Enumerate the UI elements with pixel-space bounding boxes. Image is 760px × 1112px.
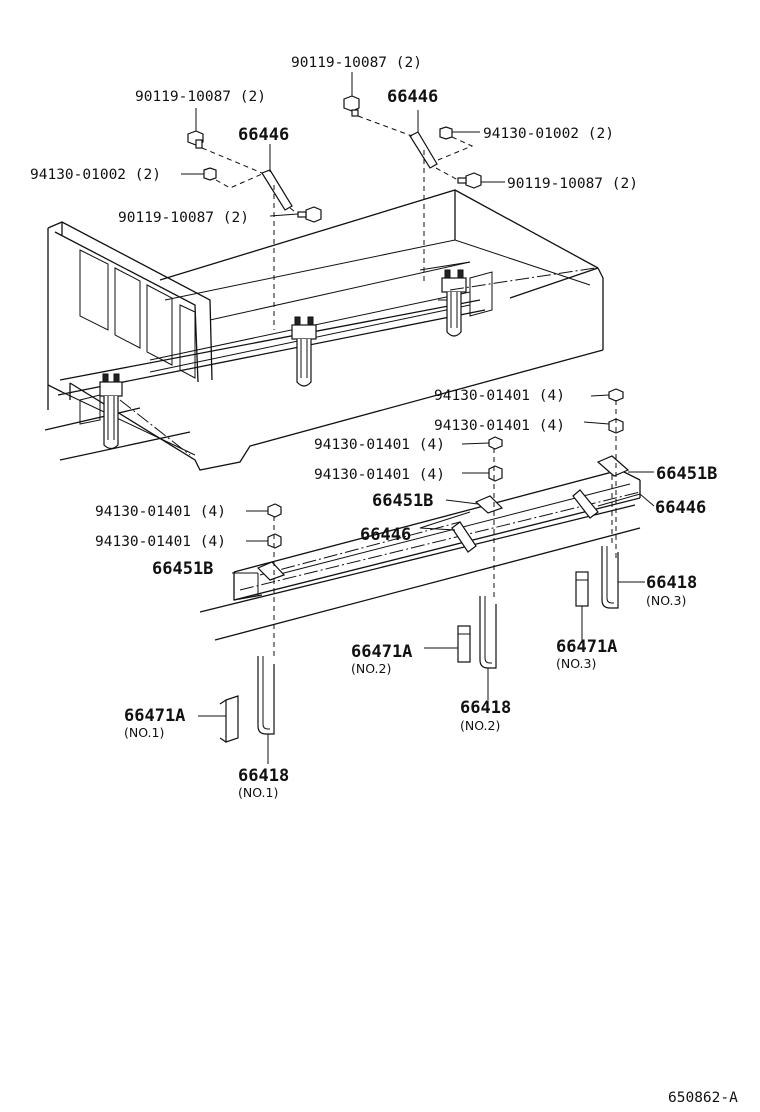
nut-icon — [608, 388, 624, 402]
nut-icon — [267, 533, 282, 549]
label-nut-no1-upper: 94130-01401 (4) — [95, 504, 226, 520]
label-plate-no3: 66451B — [656, 464, 717, 484]
label-ubolt-no1: 66418 — [238, 766, 289, 786]
label-ubolt-no3: 66418 — [646, 573, 697, 593]
nut-icon — [439, 126, 453, 140]
label-stay-lower-right: 66446 — [655, 498, 706, 518]
label-bolt-left-lower: 90119-10087 (2) — [118, 210, 249, 226]
bed-bracket-left — [99, 373, 123, 450]
label-ubolt-no2-sub: (NO.2) — [460, 718, 500, 733]
label-spacer-no2: 66471A — [351, 642, 412, 662]
label-plate-no1: 66451B — [152, 559, 213, 579]
label-stay-right: 66446 — [387, 87, 438, 107]
nut-icon — [488, 465, 503, 482]
nut-icon — [488, 436, 503, 450]
label-plate-no2: 66451B — [372, 491, 433, 511]
group-no2 — [424, 436, 504, 700]
label-spacer-no3: 66471A — [556, 637, 617, 657]
label-spacer-no2-sub: (NO.2) — [351, 661, 391, 676]
upper-leader-lines — [181, 72, 505, 217]
label-nut-right: 94130-01002 (2) — [483, 126, 614, 142]
bolt-icon — [187, 130, 204, 149]
nut-icon — [267, 503, 282, 518]
upper-left-stay-assembly — [187, 130, 322, 330]
group-no3 — [572, 388, 655, 640]
label-ubolt-no1-sub: (NO.1) — [238, 785, 278, 800]
bed-bracket-right — [441, 269, 467, 337]
label-ubolt-no2: 66418 — [460, 698, 511, 718]
upper-right-stay-assembly — [343, 95, 482, 282]
group-no1 — [198, 503, 471, 764]
label-nut-no1-lower: 94130-01401 (4) — [95, 534, 226, 550]
bolt-icon — [297, 206, 322, 223]
nut-icon — [203, 167, 217, 181]
label-nut-no2-lower: 94130-01401 (4) — [314, 467, 445, 483]
bed-bracket-middle — [291, 316, 317, 387]
label-nut-left: 94130-01002 (2) — [30, 167, 161, 183]
bolt-icon — [457, 172, 482, 189]
label-spacer-no1-sub: (NO.1) — [124, 725, 164, 740]
bolt-icon — [343, 95, 360, 117]
label-nut-no3-lower: 94130-01401 (4) — [434, 418, 565, 434]
label-stay-lower-mid: 66446 — [360, 525, 411, 545]
label-bolt-top-right: 90119-10087 (2) — [291, 55, 422, 71]
label-bolt-top-left: 90119-10087 (2) — [135, 89, 266, 105]
label-spacer-no1: 66471A — [124, 706, 185, 726]
label-ubolt-no3-sub: (NO.3) — [646, 593, 686, 608]
label-bolt-right: 90119-10087 (2) — [507, 176, 638, 192]
label-nut-no3-upper: 94130-01401 (4) — [434, 388, 565, 404]
label-nut-no2-upper: 94130-01401 (4) — [314, 437, 445, 453]
reference-code: 650862-A — [668, 1090, 738, 1106]
label-spacer-no3-sub: (NO.3) — [556, 656, 596, 671]
label-stay-left: 66446 — [238, 125, 289, 145]
